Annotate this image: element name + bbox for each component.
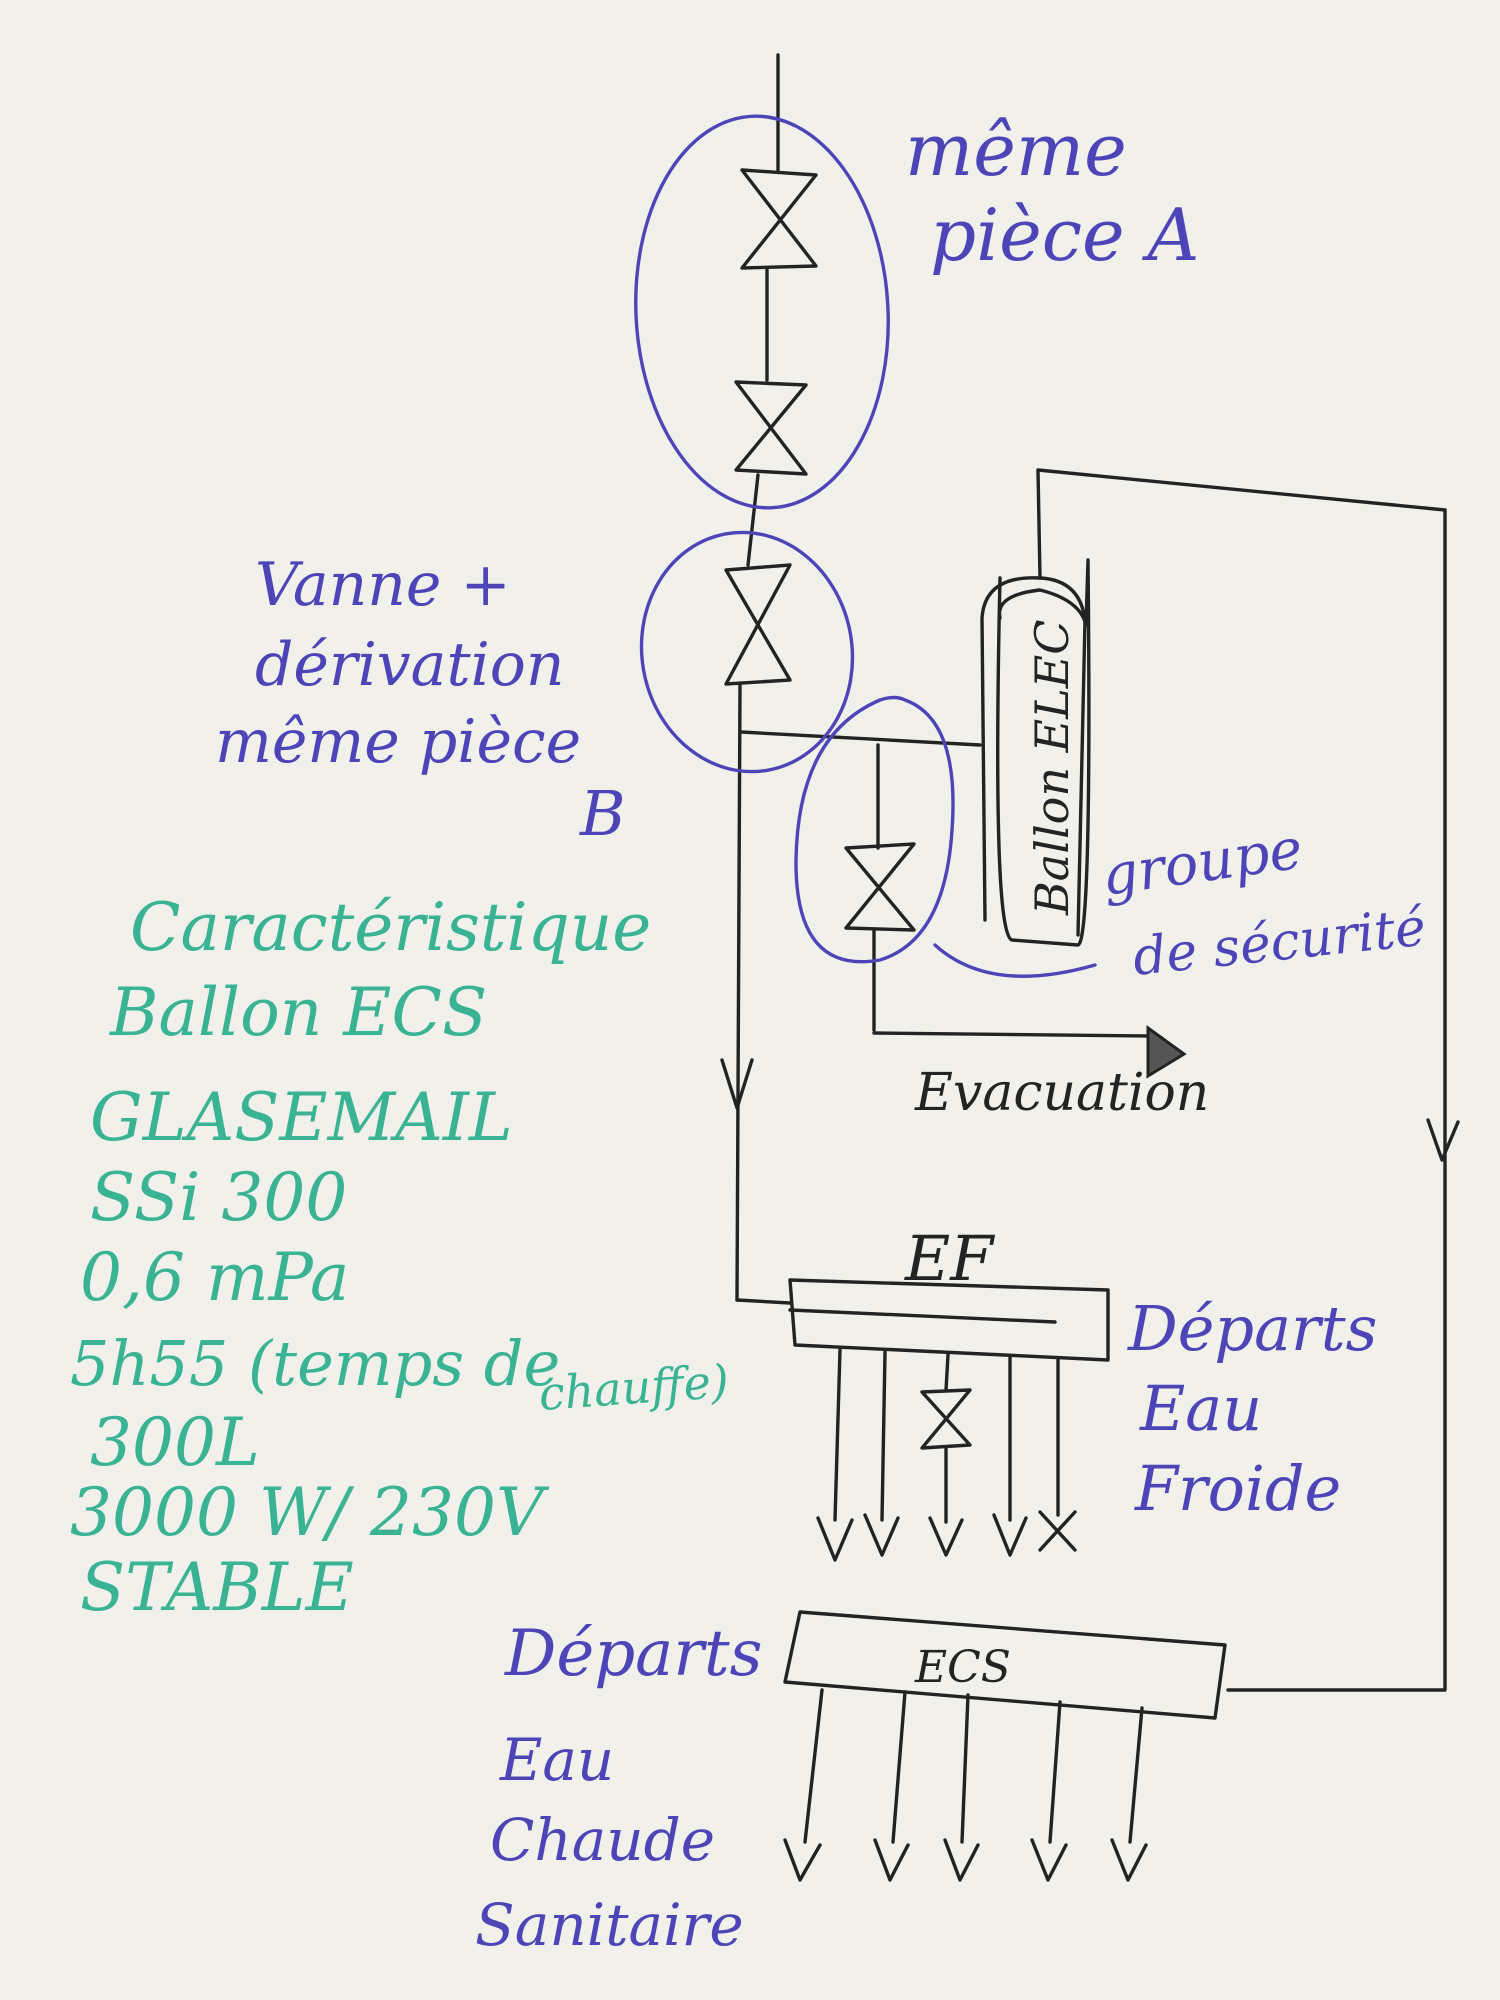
label-departs-ef-line2: Eau: [1139, 1372, 1262, 1445]
valve-b: [726, 565, 790, 684]
valve-a2: [736, 382, 806, 474]
char-title-line2: Ballon ECS: [109, 974, 487, 1051]
label-piece-b-line4: B: [579, 777, 626, 850]
hot-water-pipe-top: [1038, 470, 1445, 578]
label-departs-ef: Départs Eau Froide: [1127, 1292, 1377, 1525]
label-piece-a: même pièce A: [905, 108, 1200, 277]
characteristics-block: Caractéristique Ballon ECS GLASEMAIL SSi…: [70, 889, 731, 1626]
char-line-time-cont: chauffe): [537, 1354, 731, 1421]
char-line-time: 5h55 (temps de: [70, 1327, 560, 1400]
label-groupe-securite: groupe de sécurité: [1098, 816, 1429, 987]
char-line-model: SSi 300: [90, 1159, 347, 1236]
label-piece-b-line3: même pièce: [215, 707, 581, 777]
label-departs-ef-line3: Froide: [1134, 1452, 1341, 1525]
char-line-brand: GLASEMAIL: [90, 1079, 513, 1156]
label-piece-b: Vanne + dérivation même pièce B: [215, 550, 626, 850]
ecs-outlets: [785, 1690, 1146, 1880]
char-line-pressure: 0,6 mPa: [80, 1239, 349, 1316]
label-ballon-elec: Ballon ELEC: [1025, 620, 1079, 917]
label-piece-b-line1: Vanne +: [255, 550, 511, 620]
label-piece-a-line2: pièce A: [930, 193, 1200, 277]
group-b-circle: [623, 516, 871, 789]
label-departs-ecs-line4: Sanitaire: [475, 1891, 744, 1959]
label-piece-a-line1: même: [905, 108, 1127, 192]
char-title-line1: Caractéristique: [130, 889, 651, 966]
valve-a1: [742, 170, 816, 268]
label-departs-ecs-line3: Chaude: [490, 1806, 715, 1874]
char-line-volume: 300L: [90, 1404, 260, 1481]
flow-arrow-hot: [1428, 1120, 1458, 1160]
safety-group-leader: [935, 945, 1095, 976]
label-departs-ecs-line2: Eau: [499, 1726, 614, 1794]
label-departs-ecs: Départs Eau Chaude Sanitaire: [475, 1617, 762, 1959]
label-ef: EF: [904, 1222, 995, 1295]
char-line-stable: STABLE: [80, 1549, 354, 1626]
label-departs-ecs-line1: Départs: [504, 1617, 762, 1691]
label-groupe-line2: de sécurité: [1130, 898, 1428, 988]
label-departs-ef-line1: Départs: [1127, 1292, 1377, 1365]
label-ecs: ECS: [914, 1642, 1011, 1693]
label-groupe-line1: groupe: [1098, 816, 1306, 908]
ef-outlets: [818, 1350, 1075, 1560]
char-line-power: 3000 W/ 230V: [70, 1474, 550, 1551]
label-evacuation: Evacuation: [914, 1063, 1209, 1123]
label-piece-b-line2: dérivation: [255, 630, 565, 700]
